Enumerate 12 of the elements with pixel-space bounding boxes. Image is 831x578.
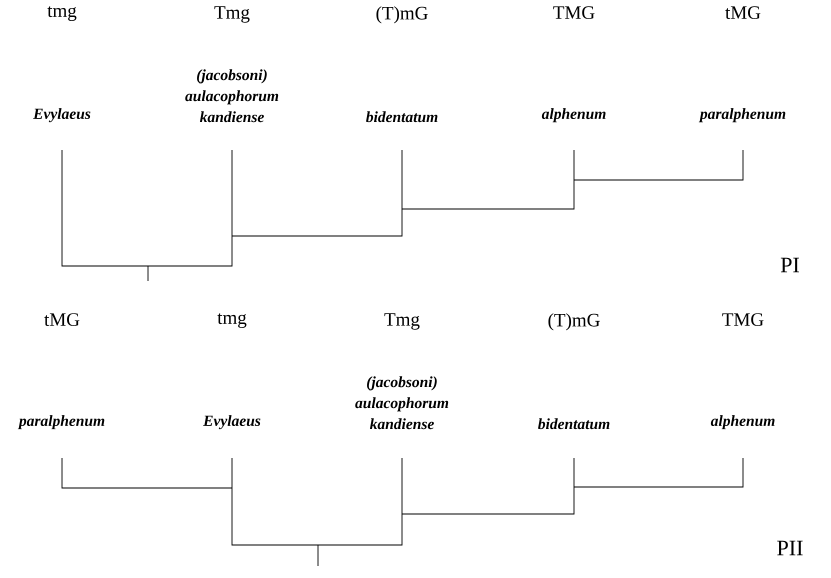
taxon-label: tmg Evylaeus xyxy=(203,313,260,430)
taxon-label: (T)mG bidentatum xyxy=(538,313,610,430)
taxon-label: (T)mG bidentatum xyxy=(366,6,438,122)
taxon-label: tMG paralphenum xyxy=(698,6,786,122)
taxon-label: TMG alphenum xyxy=(710,313,775,430)
phylogeny-label: PII xyxy=(777,540,803,556)
taxon-label: tMG paralphenum xyxy=(18,313,104,430)
taxon-label: tmg Evylaeus xyxy=(33,6,90,122)
taxon-label: Tmg (jacobsoni) aulacophorum kandiense xyxy=(185,6,278,122)
taxon-label: TMG alphenum xyxy=(542,6,606,122)
phylogeny-label: PI xyxy=(780,258,799,272)
taxon-label: Tmg (jacobsoni) aulacophorum kandiense xyxy=(355,313,448,430)
